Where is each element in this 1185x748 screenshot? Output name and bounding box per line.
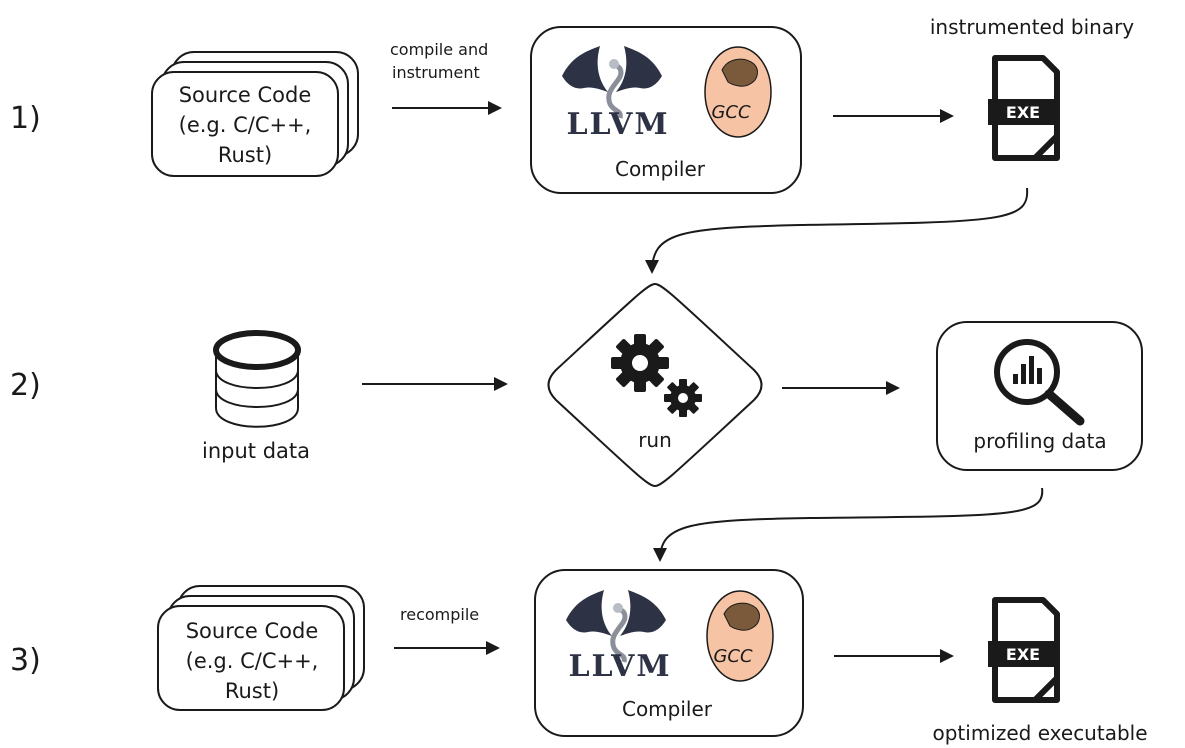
source-line-2: (e.g. C/C++, bbox=[186, 649, 319, 673]
compiler-label: Compiler bbox=[622, 697, 713, 721]
step-1-number: 1) bbox=[10, 101, 41, 136]
run-label: run bbox=[638, 428, 672, 452]
compiler-label: Compiler bbox=[615, 157, 706, 181]
gcc-logo-text: GCC bbox=[713, 646, 753, 667]
arrow-label-line-2: instrument bbox=[392, 63, 480, 82]
profiling-data-label: profiling data bbox=[973, 429, 1106, 453]
gcc-logo-text: GCC bbox=[711, 102, 751, 123]
connector-profile-to-compiler bbox=[653, 487, 1044, 562]
run-diamond: run bbox=[547, 282, 763, 488]
exe-file-icon: EXE bbox=[988, 600, 1058, 700]
llvm-logo-text: LLVM bbox=[566, 107, 669, 142]
exe-icon-text: EXE bbox=[1006, 103, 1040, 122]
optimized-executable-label: optimized executable bbox=[932, 721, 1147, 745]
compiler-box-1: LLVM GCC Compiler bbox=[530, 26, 802, 194]
profiling-data-box: profiling data bbox=[936, 321, 1143, 471]
gnu-head-icon bbox=[721, 58, 758, 87]
source-line-1: Source Code bbox=[179, 83, 312, 107]
source-line-3: Rust) bbox=[218, 143, 272, 167]
instrumented-binary-label: instrumented binary bbox=[930, 15, 1134, 39]
database-icon bbox=[213, 330, 301, 428]
source-code-stack-1: Source Code (e.g. C/C++, Rust) bbox=[151, 51, 359, 177]
source-line-2: (e.g. C/C++, bbox=[179, 113, 312, 137]
exe-icon-text: EXE bbox=[1006, 645, 1040, 664]
step-3-number: 3) bbox=[10, 643, 41, 678]
gears-icon bbox=[611, 334, 702, 417]
search-chart-icon bbox=[994, 339, 1085, 426]
step-2-number: 2) bbox=[10, 368, 41, 403]
source-line-3: Rust) bbox=[225, 679, 279, 703]
source-line-1: Source Code bbox=[186, 619, 319, 643]
input-data-label: input data bbox=[202, 439, 310, 463]
llvm-logo-text: LLVM bbox=[568, 649, 671, 684]
recompile-label: recompile bbox=[400, 605, 479, 624]
arrow-label-line-1: compile and bbox=[390, 40, 488, 59]
compiler-box-3: LLVM GCC Compiler bbox=[534, 569, 804, 737]
gnu-head-icon bbox=[723, 602, 760, 631]
connector-binary-to-run bbox=[645, 187, 1029, 274]
source-code-stack-3: Source Code (e.g. C/C++, Rust) bbox=[157, 585, 365, 711]
exe-file-icon: EXE bbox=[988, 58, 1058, 158]
